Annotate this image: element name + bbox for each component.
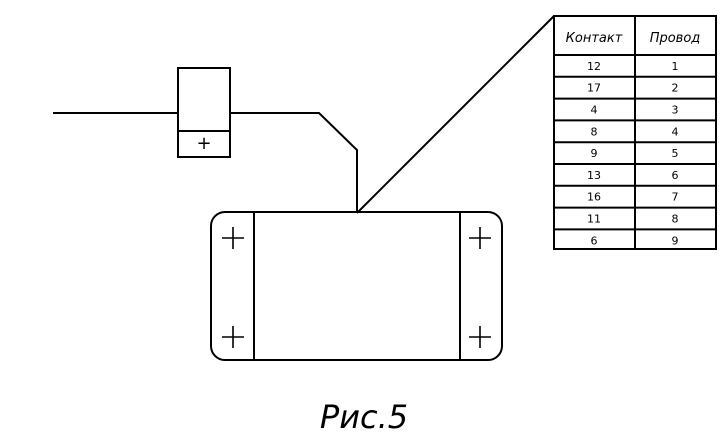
mount-hole-top-right xyxy=(469,227,491,249)
table-cell-contact: 12 xyxy=(587,60,601,73)
mount-hole-bottom-left xyxy=(222,326,244,348)
contact-wire-table: Контакт Провод 12 1 17 2 4 3 8 4 9 5 13 6 16 7 11 8 6 9 xyxy=(553,15,717,250)
figure-caption: Рис.5 xyxy=(320,398,408,433)
table-cell-contact: 17 xyxy=(587,82,601,95)
connector-cross-mark: + xyxy=(196,133,211,154)
table-header-wire: Провод xyxy=(650,31,701,46)
table-cell-wire: 4 xyxy=(672,125,679,138)
mount-hole-bottom-right xyxy=(469,326,491,348)
table-rows: 12 1 17 2 4 3 8 4 9 5 13 6 16 7 11 8 6 9 xyxy=(554,54,716,247)
small-connector: + xyxy=(53,67,231,158)
table-cell-wire: 2 xyxy=(672,82,679,95)
table-cell-wire: 7 xyxy=(672,191,679,204)
table-cell-wire: 6 xyxy=(672,169,679,182)
table-cell-wire: 9 xyxy=(672,234,679,247)
table-cell-contact: 16 xyxy=(587,191,601,204)
table-cell-wire: 5 xyxy=(672,147,679,160)
table-header-contact: Контакт xyxy=(566,31,623,46)
leader-line xyxy=(356,15,555,214)
table-cell-contact: 6 xyxy=(591,234,598,247)
mount-hole-top-left xyxy=(222,227,244,249)
main-block-outline xyxy=(210,211,503,361)
table-cell-contact: 8 xyxy=(591,125,598,138)
table-cell-contact: 9 xyxy=(591,147,598,160)
main-block xyxy=(210,211,503,361)
table-cell-contact: 11 xyxy=(587,213,601,226)
table-cell-wire: 3 xyxy=(672,104,679,117)
table-cell-wire: 1 xyxy=(672,60,679,73)
table-cell-contact: 13 xyxy=(587,169,601,182)
table-cell-wire: 8 xyxy=(672,213,679,226)
connection-wire xyxy=(230,112,358,213)
table-cell-contact: 4 xyxy=(591,104,598,117)
